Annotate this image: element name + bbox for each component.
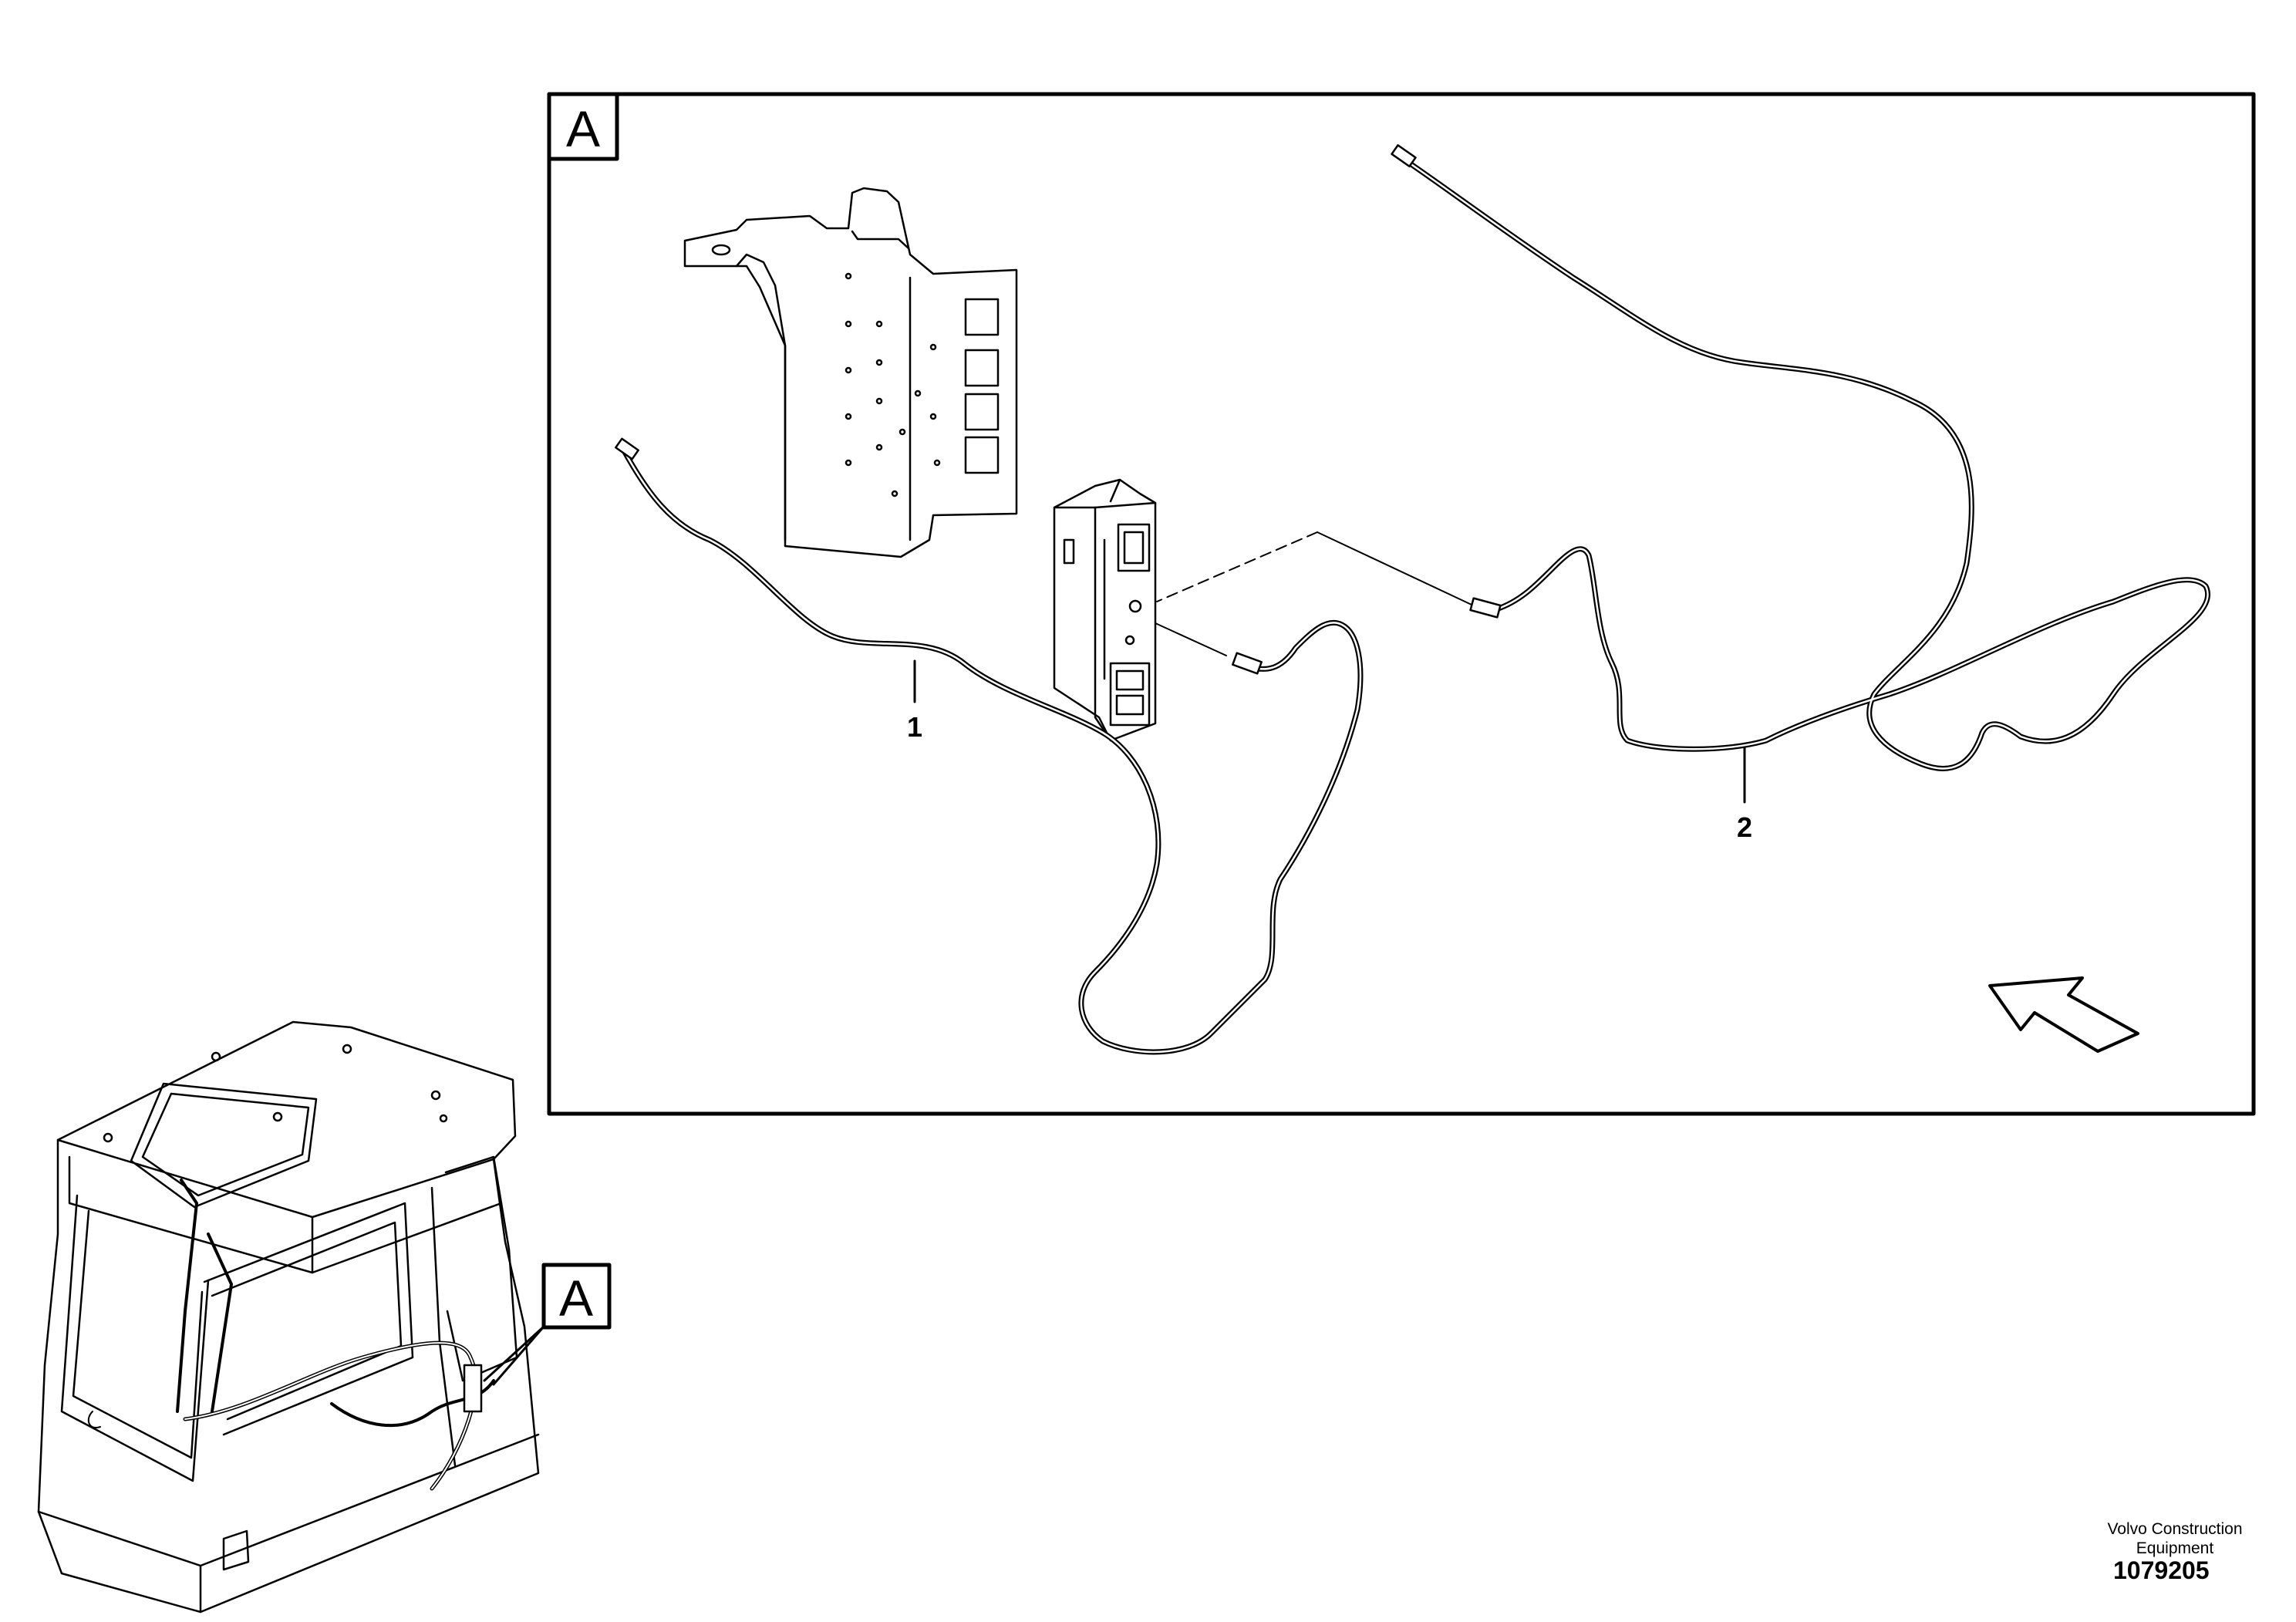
brand-text: Volvo Construction Equipment [2082, 1519, 2267, 1558]
brand-line-2: Equipment [2136, 1539, 2214, 1557]
detail-label-box: A [547, 92, 619, 161]
cab-callout-a: A [483, 1263, 612, 1386]
cable-2 [1156, 143, 2210, 771]
brand-line-1: Volvo Construction [2107, 1520, 2243, 1538]
detail-frame [547, 92, 2256, 1116]
callout-2: 2 [1737, 747, 1752, 843]
mounting-bracket [683, 187, 1018, 558]
callout-1: 1 [907, 659, 922, 743]
callout-2-label: 2 [1737, 811, 1752, 843]
direction-arrow-icon [1988, 976, 2139, 1053]
detail-label: A [566, 100, 600, 157]
callout-1-label: 1 [907, 711, 922, 743]
cab-callout-label: A [559, 1270, 593, 1327]
control-unit [1053, 478, 1157, 742]
cable-1 [615, 437, 1364, 1055]
cab-overview [37, 1020, 540, 1614]
reference-number: 1079205 [2113, 1556, 2210, 1584]
